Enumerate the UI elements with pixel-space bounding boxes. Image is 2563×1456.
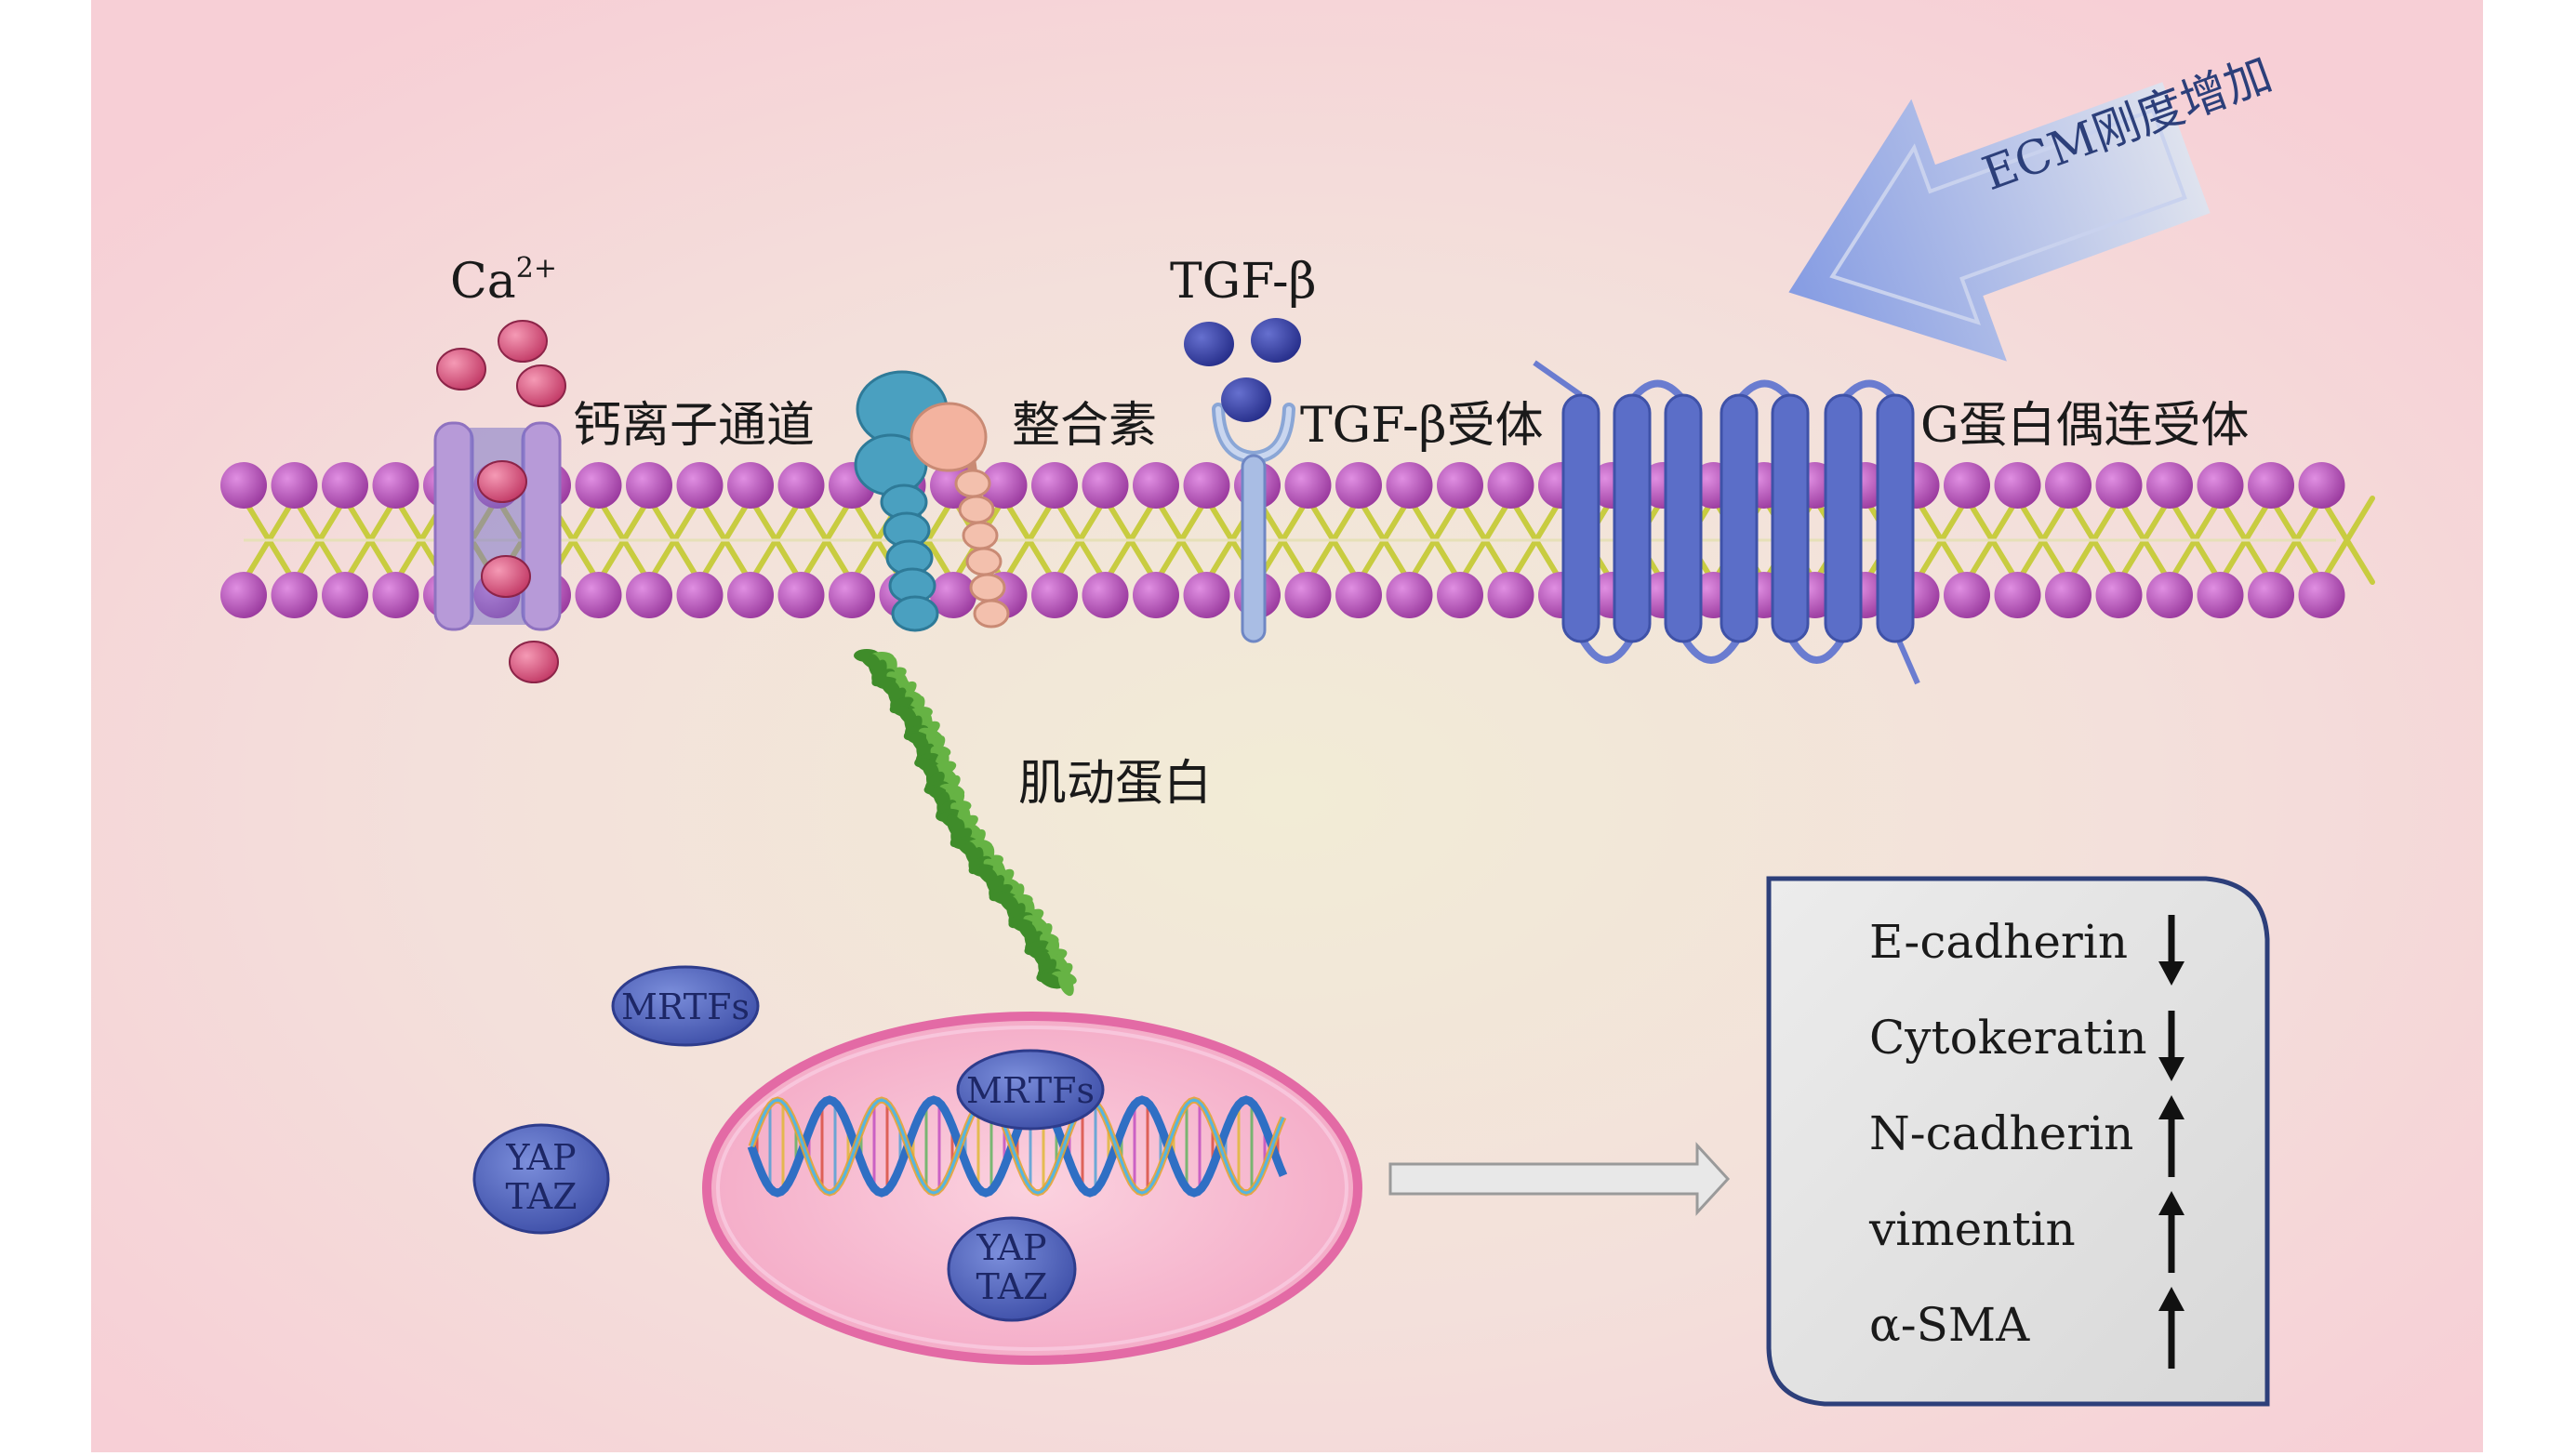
actin-filament	[854, 649, 1077, 997]
gpcr-label: G蛋白偶连受体	[1920, 398, 2250, 454]
arrow-down-icon	[2158, 1011, 2185, 1081]
calcium-label: Ca2+	[450, 252, 557, 310]
arrow-up-icon	[2158, 1287, 2185, 1369]
taz-cytoplasm-label: TAZ	[505, 1176, 577, 1217]
mrtfs-nucleus-label: MRTFs	[966, 1070, 1095, 1111]
output-arrow	[1388, 1142, 1731, 1216]
tgf-beta-ligands	[1184, 318, 1301, 422]
marker-label: vimentin	[1868, 1202, 2076, 1256]
mrtfs-cytoplasm: MRTFs	[611, 965, 760, 1047]
mrtfs-nucleus: MRTFs	[956, 1049, 1105, 1131]
integrin-label: 整合素	[1012, 398, 1157, 454]
arrow-down-icon	[2158, 915, 2185, 986]
marker-label: Cytokeratin	[1869, 1011, 2147, 1065]
marker-label: α-SMA	[1869, 1298, 2030, 1352]
calcium-ions	[436, 320, 566, 683]
yap-taz-nucleus: YAP TAZ	[947, 1216, 1077, 1322]
marker-label: N-cadherin	[1869, 1106, 2133, 1160]
marker-label: E-cadherin	[1869, 915, 2128, 969]
yap-taz-cytoplasm: YAP TAZ	[472, 1123, 610, 1235]
tgf-beta-label: TGF-β	[1170, 254, 1317, 310]
tgf-beta-receptor	[1212, 403, 1295, 643]
taz-nucleus-label: TAZ	[976, 1266, 1047, 1307]
mrtfs-cytoplasm-label: MRTFs	[621, 986, 750, 1027]
arrow-up-icon	[2158, 1095, 2185, 1177]
integrin	[854, 370, 1010, 632]
calcium-channel	[433, 421, 562, 631]
yap-nucleus-label: YAP	[976, 1227, 1046, 1268]
tgf-beta-receptor-label: TGF-β受体	[1300, 398, 1544, 454]
actin-label: 肌动蛋白	[1018, 756, 1212, 812]
yap-cytoplasm-label: YAP	[505, 1137, 576, 1178]
arrow-up-icon	[2158, 1191, 2185, 1273]
g-protein-coupled-receptor	[1533, 360, 1920, 685]
dna-helix	[747, 1095, 1288, 1198]
calcium-channel-label: 钙离子通道	[573, 398, 815, 454]
